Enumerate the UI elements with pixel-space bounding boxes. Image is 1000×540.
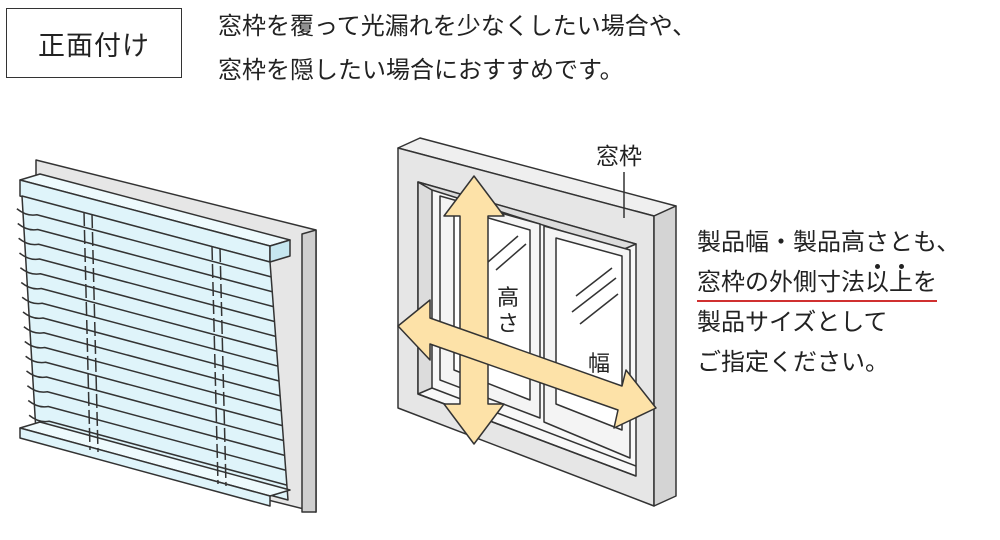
glass-glare-2 — [495, 243, 527, 271]
blind-slat — [26, 370, 284, 442]
ladder-cord-right-2 — [219, 247, 227, 487]
blind-slat — [26, 385, 285, 457]
blind-slat-lines — [16, 208, 288, 486]
blind-slat — [21, 296, 279, 367]
window-illustration — [397, 137, 677, 507]
window-frame-side — [653, 205, 677, 507]
frame-label: 窓枠 — [596, 144, 642, 170]
glass-glare-5 — [579, 293, 619, 325]
glass-glare-3 — [575, 267, 613, 297]
blind-slat — [20, 281, 277, 352]
note-emphasis-1: 以 — [865, 268, 889, 296]
blind-slat — [19, 252, 275, 323]
note-line-2-a: 窓枠の外側寸法 — [697, 268, 865, 296]
blind-slat — [18, 237, 274, 308]
blind-slat — [25, 355, 283, 427]
size-note: 製品幅・製品高さとも、 窓枠の外側寸法以上を 製品サイズとして ご指定ください。 — [697, 222, 997, 382]
note-line-2: 窓枠の外側寸法以上を — [697, 262, 997, 302]
blind-slat — [19, 267, 276, 338]
blind-head-rail-end — [269, 239, 291, 263]
width-arrow — [397, 299, 657, 429]
glass-glare-1 — [487, 235, 519, 263]
note-line-3: 製品サイズとして — [697, 308, 888, 336]
blind-slat — [23, 326, 281, 397]
blind-slat — [27, 399, 286, 471]
blind-slat — [17, 222, 273, 293]
height-label-2: さ — [497, 312, 519, 337]
note-line-4: ご指定ください。 — [697, 348, 889, 376]
intro-line-1: 窓枠を覆って光漏れを少なくしたい場合や、 — [218, 12, 697, 40]
ladder-cord-right — [211, 245, 219, 485]
height-arrow — [443, 175, 505, 445]
ladder-cord-left — [83, 211, 91, 451]
height-label-1: 高 — [497, 286, 519, 311]
intro-text: 窓枠を覆って光漏れを少なくしたい場合や、 窓枠を隠したい場合におすすめです。 — [218, 4, 858, 92]
blind-wall-side — [301, 229, 317, 513]
glass-glare-4 — [571, 277, 617, 313]
blind-slat — [22, 311, 280, 382]
intro-line-2: 窓枠を隠したい場合におすすめです。 — [218, 56, 624, 84]
blind-slat — [28, 414, 288, 486]
mount-type-badge: 正面付け — [6, 8, 182, 78]
note-line-2-d: を — [913, 268, 937, 296]
blind-illustration — [16, 159, 317, 513]
ladder-cord-left-2 — [91, 213, 99, 453]
window-reveal-left — [417, 181, 433, 395]
blind-slat — [24, 340, 282, 412]
badge-label: 正面付け — [38, 30, 150, 62]
note-line-1: 製品幅・製品高さとも、 — [697, 228, 961, 256]
width-label: 幅 — [588, 352, 610, 377]
note-highlight: 窓枠の外側寸法以上を — [697, 262, 937, 302]
blind-slat — [16, 208, 272, 278]
blind-bottom-rail-front — [19, 427, 271, 507]
note-emphasis-2: 上 — [889, 268, 913, 296]
